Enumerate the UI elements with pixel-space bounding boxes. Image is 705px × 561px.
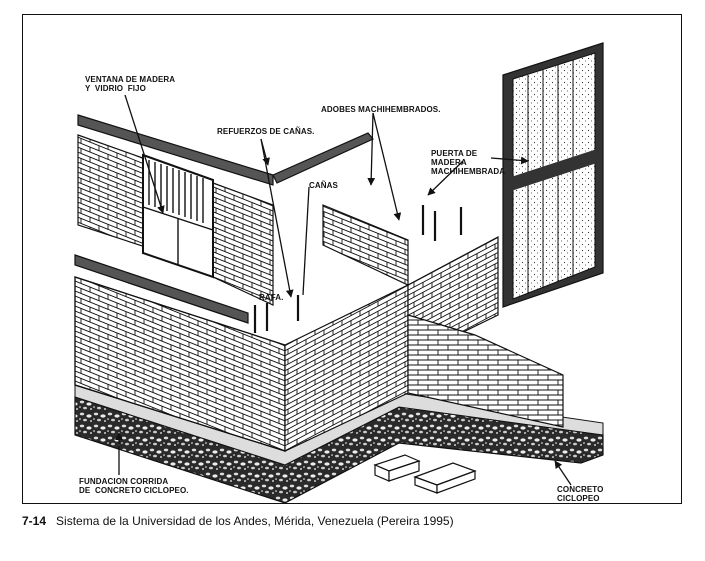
figure-number: 7-14 xyxy=(22,514,47,528)
figure-frame: VENTANA DE MADERA Y VIDRIO FIJO REFUERZO… xyxy=(22,14,682,504)
stepped-adobe-wall xyxy=(407,314,564,428)
figure-caption-text: Sistema de la Universidad de los Andes, … xyxy=(56,514,454,528)
loose-adobe-blocks xyxy=(373,454,477,494)
adobe-wall-right xyxy=(284,204,499,452)
wooden-door xyxy=(502,42,604,308)
label-reinforcements: REFUERZOS DE CAÑAS. xyxy=(217,127,315,136)
wooden-beams xyxy=(74,114,374,324)
label-rafa: RAFA. xyxy=(259,293,284,302)
cane-reinforcements xyxy=(253,205,463,333)
label-door: PUERTA DE MADERA MACHIHEMBRADA xyxy=(431,149,506,176)
label-canes: CAÑAS xyxy=(309,181,338,190)
wooden-window xyxy=(142,153,214,279)
label-concrete: CONCRETO CICLOPEO xyxy=(557,485,604,503)
label-window: VENTANA DE MADERA Y VIDRIO FIJO xyxy=(85,75,176,93)
label-leaders xyxy=(115,94,572,486)
label-adobes: ADOBES MACHIHEMBRADOS. xyxy=(321,105,441,114)
adobe-wall-construction-drawing xyxy=(74,42,604,504)
figure-caption: 7-14 Sistema de la Universidad de los And… xyxy=(22,514,454,528)
label-foundation: FUNDACION CORRIDA DE CONCRETO CICLOPEO. xyxy=(79,477,189,495)
